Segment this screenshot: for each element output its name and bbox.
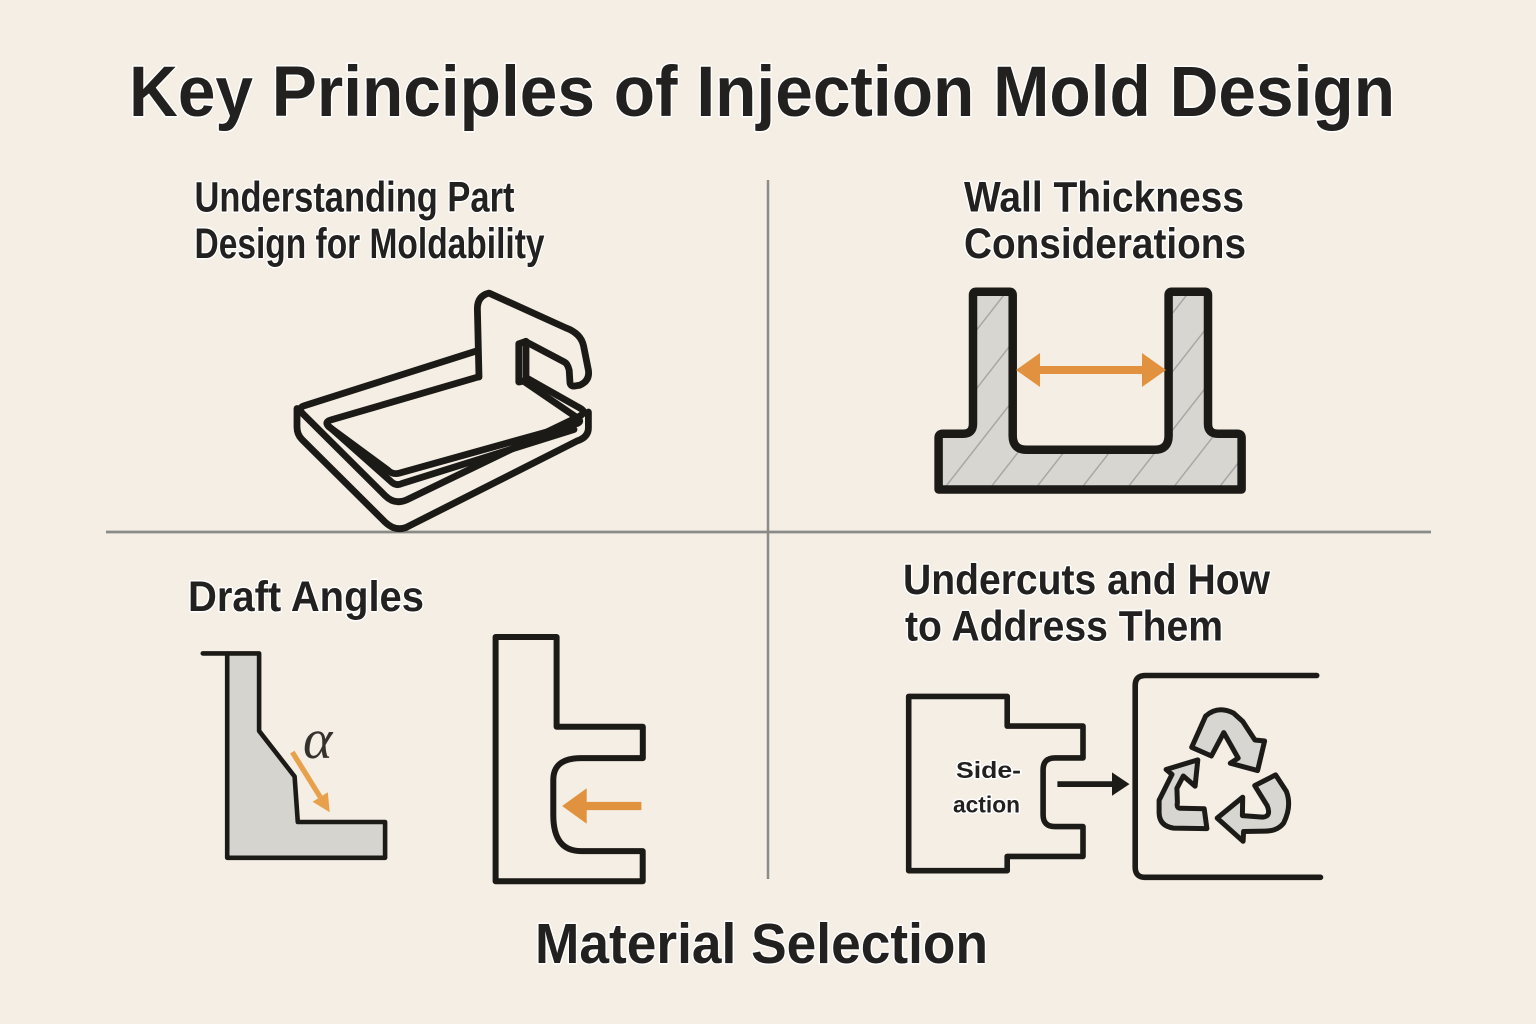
svg-text:Understanding Part: Understanding Part (195, 175, 515, 222)
svg-text:Wall Thickness: Wall Thickness (964, 175, 1244, 222)
svg-text:Undercuts and How: Undercuts and How (903, 557, 1271, 604)
svg-text:Design for Moldability: Design for Moldability (195, 221, 545, 268)
svg-text:Considerations: Considerations (964, 221, 1246, 268)
svg-text:Material Selection: Material Selection (535, 912, 988, 976)
svg-text:to Address Them: to Address Them (905, 604, 1223, 651)
svg-text:action: action (953, 792, 1020, 818)
svg-text:α: α (303, 709, 334, 771)
svg-text:Draft Angles: Draft Angles (188, 574, 424, 621)
svg-text:Side-: Side- (956, 757, 1021, 783)
svg-text:Key Principles of Injection Mo: Key Principles of Injection Mold Design (129, 53, 1395, 132)
